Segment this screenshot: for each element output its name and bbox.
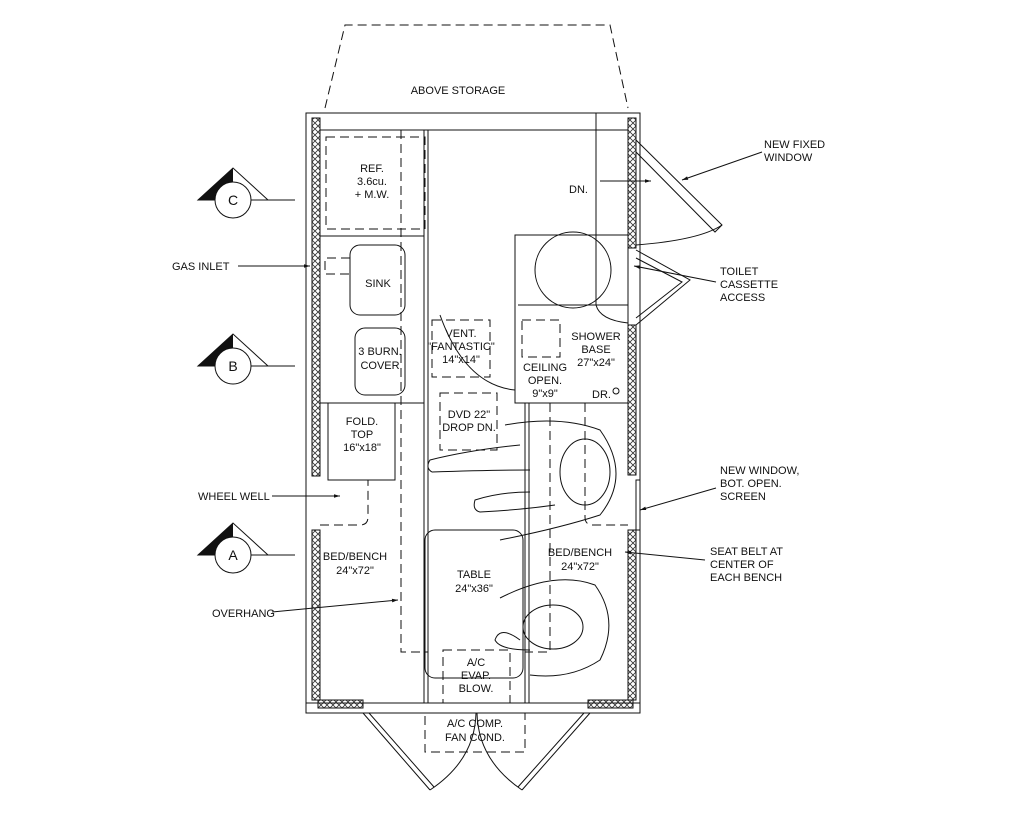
toilet bbox=[534, 231, 612, 309]
svg-text:WHEEL WELL: WHEEL WELL bbox=[198, 491, 270, 503]
section-marker-a: A bbox=[196, 522, 295, 574]
svg-text:REF.3.6cu.+ M.W.: REF.3.6cu.+ M.W. bbox=[355, 163, 390, 201]
svg-text:DR.: DR. bbox=[592, 389, 611, 401]
right-windows bbox=[635, 139, 723, 531]
ac-evaporator bbox=[442, 649, 511, 704]
section-marker-c: C bbox=[196, 167, 295, 219]
svg-text:SINK: SINK bbox=[365, 278, 391, 290]
svg-text:OVERHANG: OVERHANG bbox=[212, 608, 275, 620]
svg-text:C: C bbox=[228, 192, 238, 208]
person-figure bbox=[427, 420, 617, 541]
fold-top bbox=[327, 402, 396, 481]
section-marker-b: B bbox=[196, 333, 295, 385]
sink bbox=[349, 244, 406, 316]
svg-text:DVD 22"DROP DN.: DVD 22"DROP DN. bbox=[442, 409, 496, 434]
callout-gas-inlet: GAS INLET bbox=[172, 261, 310, 273]
svg-text:NEW WINDOW,BOT. OPEN.SCREEN: NEW WINDOW,BOT. OPEN.SCREEN bbox=[720, 465, 799, 503]
callout-new-window: NEW WINDOW,BOT. OPEN.SCREEN bbox=[639, 465, 799, 511]
stove-cover bbox=[354, 327, 406, 396]
svg-text:B: B bbox=[228, 358, 237, 374]
svg-text:DN.: DN. bbox=[569, 184, 588, 196]
dvd-drop-down bbox=[439, 392, 498, 451]
svg-text:3 BURN.COVER: 3 BURN.COVER bbox=[358, 346, 401, 372]
callout-wheel-well: WHEEL WELL bbox=[198, 491, 340, 503]
person-figure bbox=[494, 579, 610, 677]
above-storage-outline: ABOVE STORAGE bbox=[324, 24, 629, 109]
ceiling-opening bbox=[521, 319, 561, 358]
kitchen-cabinets: REF.3.6cu.+ M.W. SINK 3 BURN.COVER FOLD.… bbox=[320, 130, 429, 703]
rear-doors: A/C COMP.FAN COND. bbox=[362, 712, 591, 791]
callout-overhang: OVERHANG bbox=[212, 598, 399, 620]
svg-text:GAS INLET: GAS INLET bbox=[172, 261, 230, 273]
table bbox=[424, 529, 524, 679]
vent-fan bbox=[431, 319, 491, 378]
aisle: VENT."FANTASTIC"14"x14" DVD 22"DROP DN. … bbox=[424, 319, 524, 704]
above-storage-label: ABOVE STORAGE bbox=[411, 85, 506, 97]
refrigerator bbox=[325, 136, 426, 230]
svg-text:VENT."FANTASTIC"14"x14": VENT."FANTASTIC"14"x14" bbox=[427, 328, 495, 366]
ac-compressor bbox=[424, 712, 526, 753]
svg-text:A: A bbox=[228, 547, 238, 563]
